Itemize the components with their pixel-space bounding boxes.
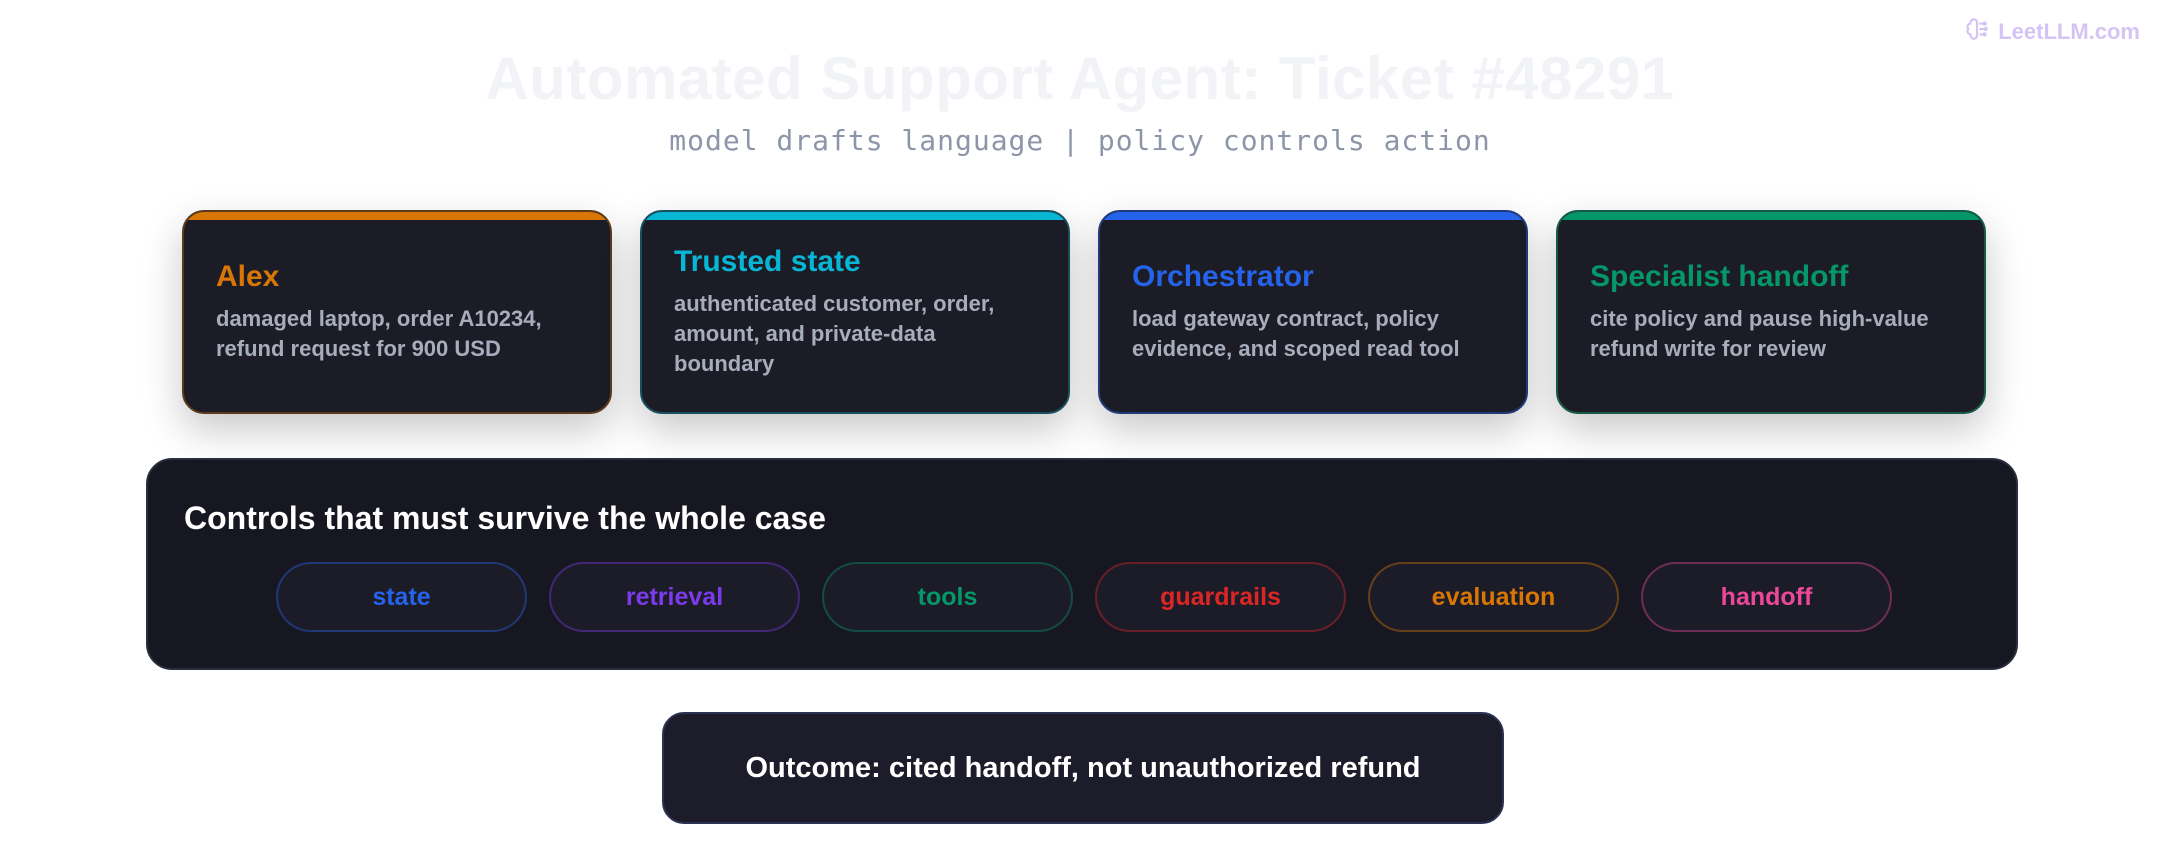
card-trusted-state: Trusted state authenticated customer, or… <box>640 210 1070 414</box>
outcome-box: Outcome: cited handoff, not unauthorized… <box>662 712 1504 824</box>
card-title: Trusted state <box>674 245 861 278</box>
controls-heading: Controls that must survive the whole cas… <box>184 500 826 536</box>
card-specialist-handoff: Specialist handoff cite policy and pause… <box>1556 210 1986 414</box>
card-accent-bar <box>184 212 610 220</box>
brand-logo[interactable]: LeetLLM.com <box>1964 16 2140 48</box>
card-alex: Alex damaged laptop, order A10234, refun… <box>182 210 612 414</box>
card-title: Orchestrator <box>1132 260 1314 293</box>
page-title: Automated Support Agent: Ticket #48291 <box>485 45 1675 112</box>
pill-state: state <box>276 562 527 632</box>
pill-handoff: handoff <box>1641 562 1892 632</box>
card-body: load gateway contract, policy evidence, … <box>1132 306 1460 361</box>
page-subtitle: model drafts language | policy controls … <box>669 124 1491 157</box>
card-title: Specialist handoff <box>1590 260 1849 293</box>
card-accent-bar <box>642 212 1068 220</box>
pill-guardrails: guardrails <box>1095 562 1346 632</box>
brand-label: LeetLLM.com <box>1998 19 2140 44</box>
card-body: cite policy and pause high-value refund … <box>1590 306 1929 361</box>
card-accent-bar <box>1100 212 1526 220</box>
card-body: damaged laptop, order A10234, refund req… <box>216 306 542 361</box>
controls-pill-row: state retrieval tools guardrails evaluat… <box>276 562 1892 632</box>
brain-icon <box>1964 16 1990 48</box>
card-orchestrator: Orchestrator load gateway contract, poli… <box>1098 210 1528 414</box>
pill-retrieval: retrieval <box>549 562 800 632</box>
card-title: Alex <box>216 260 280 293</box>
controls-panel: Controls that must survive the whole cas… <box>146 458 2018 670</box>
pill-evaluation: evaluation <box>1368 562 1619 632</box>
pill-tools: tools <box>822 562 1073 632</box>
card-body: authenticated customer, order, amount, a… <box>674 291 995 376</box>
card-accent-bar <box>1558 212 1984 220</box>
